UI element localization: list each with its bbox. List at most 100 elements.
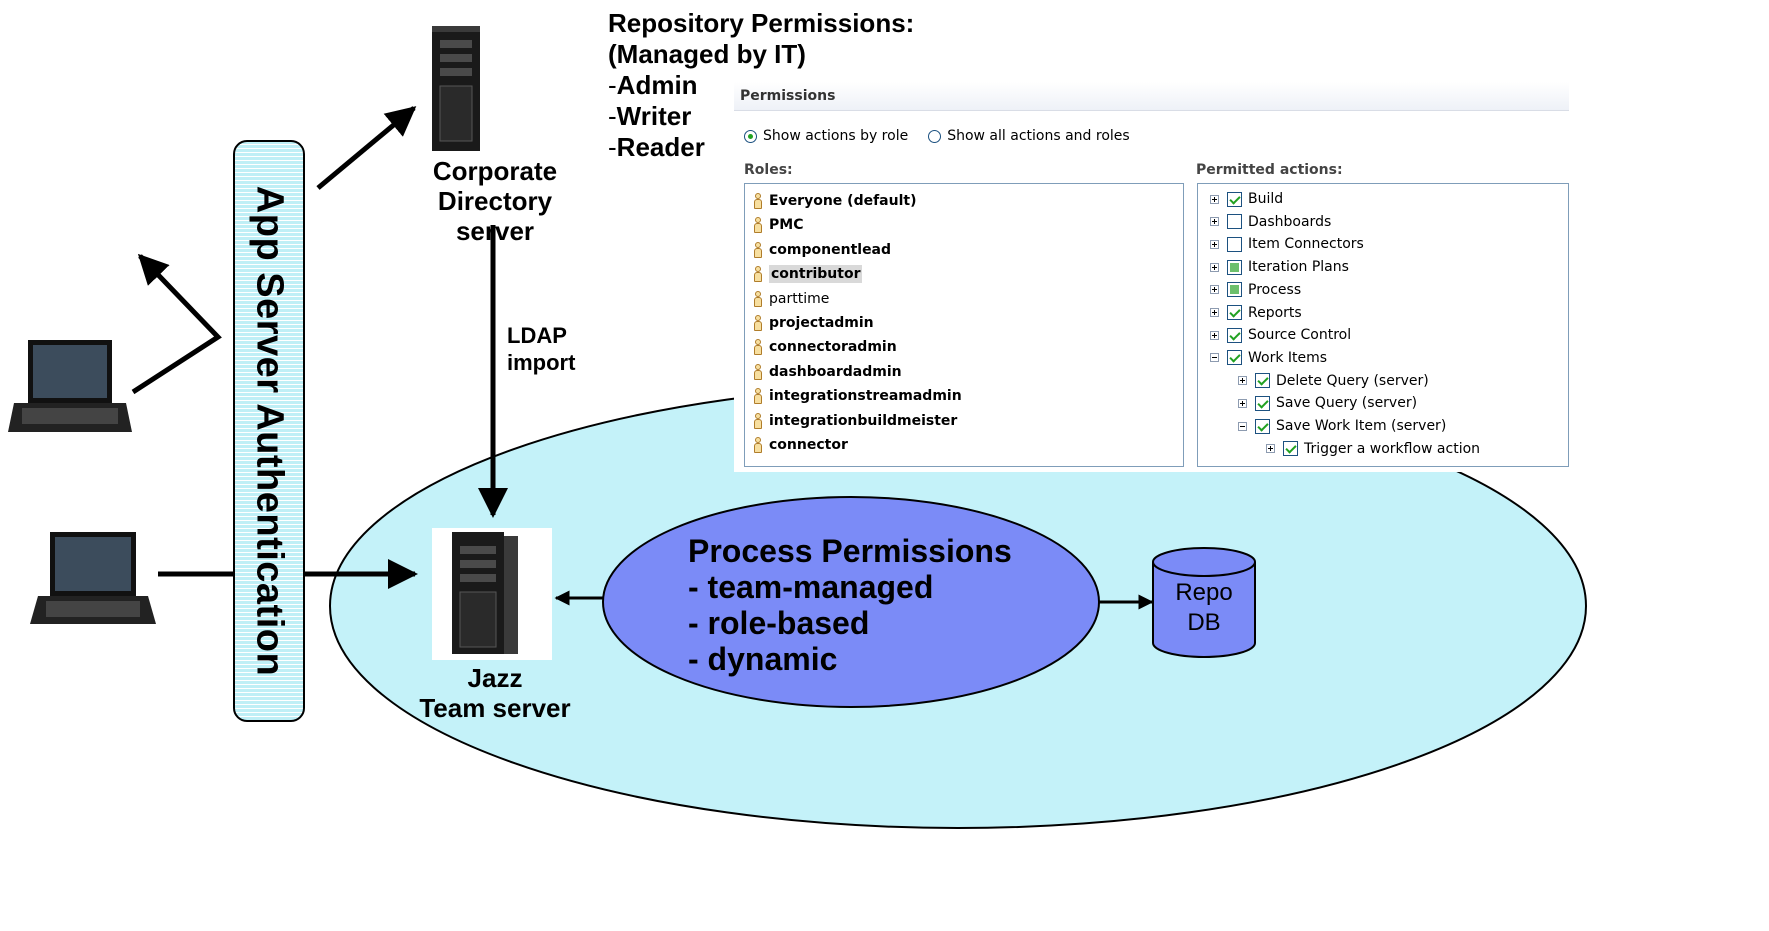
show-actions-by-role-radio[interactable] [744, 129, 757, 143]
permission-action-label: Delete Query (server) [1276, 372, 1429, 389]
repo-db-cylinder [1152, 547, 1256, 658]
permission-action-label: Save Work Item (server) [1276, 418, 1447, 434]
process-permissions-text: Process Permissions - team-managed - rol… [688, 533, 1012, 677]
repository-permission-item: -Admin [608, 70, 698, 100]
user-role-icon [753, 437, 763, 453]
permission-checkbox[interactable] [1227, 305, 1242, 320]
role-item[interactable]: connectoradmin [753, 336, 897, 358]
role-label: contributor [769, 265, 863, 284]
repository-permissions-title: Repository Permissions: [608, 8, 915, 38]
permission-action-label: Source Control [1248, 327, 1352, 344]
permission-checkbox[interactable] [1227, 282, 1242, 298]
permitted-action-item[interactable]: Source Control [1210, 324, 1351, 346]
expand-plus-icon[interactable] [1210, 262, 1219, 272]
permission-checkbox[interactable] [1227, 350, 1242, 366]
permitted-action-item[interactable]: Build [1210, 188, 1283, 210]
role-item[interactable]: dashboardadmin [753, 361, 902, 383]
permitted-action-item[interactable]: Delete Query (server) [1238, 370, 1429, 392]
role-label: parttime [769, 290, 830, 307]
role-item[interactable]: integrationbuildmeister [753, 410, 957, 432]
expand-plus-icon[interactable] [1210, 217, 1219, 227]
role-item[interactable]: componentlead [753, 239, 891, 261]
process-permission-item: - team-managed [688, 569, 934, 605]
permission-checkbox[interactable] [1227, 259, 1242, 275]
user-role-icon [753, 339, 763, 356]
expand-plus-icon[interactable] [1210, 285, 1219, 295]
role-item[interactable]: Everyone (default) [753, 190, 916, 212]
permitted-action-item[interactable]: Work Items [1210, 347, 1327, 369]
repository-permissions-subtitle: (Managed by IT) [608, 39, 806, 69]
permitted-action-item[interactable]: Item Connectors [1210, 233, 1364, 255]
collapse-minus-icon[interactable] [1210, 353, 1219, 363]
repository-permission-item: -Writer [608, 101, 692, 131]
user-role-icon [753, 412, 763, 429]
jazz-team-server-label: Jazz Team server [419, 663, 571, 723]
show-actions-by-role-label[interactable]: Show actions by role [763, 128, 909, 144]
roles-label: Roles: [744, 162, 793, 178]
ldap-import-label: LDAP import [507, 323, 576, 375]
laptop-icon [30, 532, 156, 624]
arrow-laptop-up [131, 253, 222, 395]
role-label: dashboardadmin [769, 363, 902, 380]
collapse-minus-icon[interactable] [1238, 421, 1247, 431]
user-role-icon [753, 315, 763, 331]
arrow-to-corporate-directory [316, 106, 417, 190]
expand-plus-icon[interactable] [1210, 330, 1219, 340]
expand-plus-icon[interactable] [1238, 376, 1247, 386]
permission-checkbox[interactable] [1227, 327, 1242, 343]
permission-checkbox[interactable] [1255, 373, 1270, 389]
user-role-icon [753, 266, 763, 283]
permitted-action-item[interactable]: Trigger a workflow action [1266, 438, 1480, 460]
user-role-icon [753, 388, 763, 405]
repo-db-label: Repo DB [1175, 579, 1233, 636]
permission-action-label: Work Items [1248, 349, 1328, 366]
permitted-action-item[interactable]: Save Query (server) [1238, 392, 1417, 414]
permitted-action-item[interactable]: Iteration Plans [1210, 256, 1349, 278]
process-permissions-title: Process Permissions [688, 533, 1012, 569]
process-permission-item: - dynamic [688, 641, 838, 677]
expand-plus-icon[interactable] [1210, 239, 1219, 249]
expand-plus-icon[interactable] [1210, 194, 1219, 204]
permission-checkbox[interactable] [1227, 236, 1242, 252]
permission-action-label: Iteration Plans [1248, 259, 1349, 276]
permission-action-label: Trigger a workflow action [1304, 440, 1481, 457]
roles-list[interactable]: Everyone (default) PMC componentlead contri… [744, 183, 1184, 467]
role-item[interactable]: integrationstreamadmin [753, 385, 962, 407]
role-item[interactable]: connector [753, 434, 848, 456]
show-all-actions-label[interactable]: Show all actions and roles [947, 128, 1130, 144]
role-item[interactable]: projectadmin [753, 312, 874, 334]
role-item[interactable]: PMC [753, 214, 803, 236]
permission-checkbox[interactable] [1255, 395, 1270, 411]
repository-permission-item: -Reader [608, 132, 705, 162]
view-mode-radio-group: Show actions by role Show all actions an… [744, 128, 1130, 144]
permissions-panel-header: Permissions [734, 82, 1569, 111]
role-label: Everyone (default) [769, 193, 917, 209]
role-label: integrationbuildmeister [769, 412, 958, 429]
permission-action-label: Reports [1248, 304, 1302, 321]
permission-checkbox[interactable] [1255, 418, 1270, 434]
expand-plus-icon[interactable] [1210, 308, 1219, 317]
permission-action-label: Process [1248, 281, 1302, 298]
permitted-action-item[interactable]: Save Work Item (server) [1238, 415, 1446, 437]
user-role-icon [753, 363, 763, 380]
permission-checkbox[interactable] [1283, 441, 1298, 457]
role-item[interactable]: parttime [753, 288, 829, 310]
role-label: componentlead [769, 241, 892, 258]
permission-action-label: Save Query (server) [1276, 395, 1418, 412]
permission-action-label: Item Connectors [1248, 236, 1364, 253]
user-role-icon [753, 193, 763, 209]
role-item[interactable]: contributor [753, 263, 863, 285]
user-role-icon [753, 217, 763, 234]
permission-action-label: Build [1248, 191, 1284, 207]
show-all-actions-radio[interactable] [928, 129, 942, 143]
permitted-action-item[interactable]: Process [1210, 279, 1301, 301]
app-server-authentication-label: App Server Authentication [248, 185, 291, 677]
expand-plus-icon[interactable] [1266, 444, 1275, 454]
permitted-action-item[interactable]: Reports [1210, 302, 1302, 324]
permission-checkbox[interactable] [1227, 191, 1242, 207]
permission-checkbox[interactable] [1227, 214, 1242, 230]
jazz-server-icon [432, 528, 552, 660]
expand-plus-icon[interactable] [1238, 398, 1247, 408]
permitted-action-item[interactable]: Dashboards [1210, 211, 1331, 233]
